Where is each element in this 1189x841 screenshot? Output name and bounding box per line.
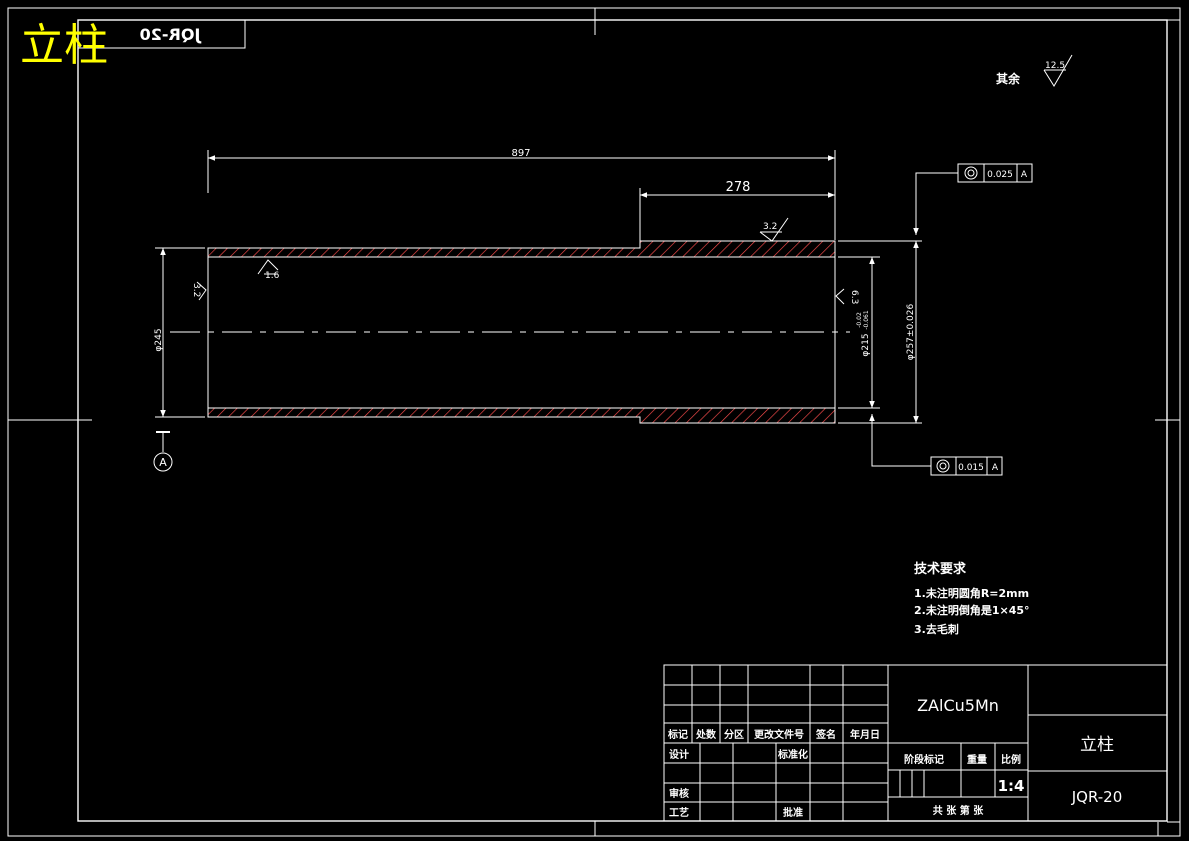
dim-left-diameter xyxy=(155,247,205,418)
rest-roughness-label: 其余 xyxy=(996,71,1021,86)
tb-material: ZAlCu5Mn xyxy=(917,696,999,715)
tb-drawing-no: JQR-20 xyxy=(1071,788,1123,806)
roughness-outer-step-value: 3.2 xyxy=(763,222,777,232)
drawing-code-box: JQR-20 xyxy=(77,19,246,49)
dim-inner-tol-upper: -0.02 xyxy=(856,312,863,328)
tb-stage-mark: 阶段标记 xyxy=(904,753,944,766)
tb-part-name: 立柱 xyxy=(1080,735,1114,755)
roughness-left-end: 3.2 xyxy=(191,281,207,301)
tech-item-3: 3.去毛刺 xyxy=(914,622,959,636)
tech-item-2: 2.未注明倒角是1×45° xyxy=(914,603,1030,617)
tb-sheets: 共 张 第 张 xyxy=(933,804,984,817)
dim-right-outer-diameter xyxy=(838,240,922,424)
tb-header-3: 更改文件号 xyxy=(754,728,804,741)
dim-left-diameter-text: φ245 xyxy=(154,328,164,351)
tb-standardization: 标准化 xyxy=(777,748,808,761)
tb-header-5: 年月日 xyxy=(850,728,880,741)
tb-process: 工艺 xyxy=(669,806,689,819)
tolerance-frame-top: 0.025 A xyxy=(913,163,1033,235)
roughness-left-end-value: 3.2 xyxy=(191,283,201,297)
drawing-code-mirrored: JQR-20 xyxy=(140,25,202,44)
dim-right-outer-diameter-text: φ257±0.026 xyxy=(906,304,916,361)
title-overlay: 立柱 xyxy=(20,20,108,71)
tb-scale: 1:4 xyxy=(998,777,1025,795)
tolerance-bottom-datum: A xyxy=(992,463,999,473)
tb-header-2: 分区 xyxy=(724,728,744,741)
roughness-left-inner: 1.6 xyxy=(257,259,280,281)
dim-inner-diameter-text: φ215 xyxy=(861,333,871,356)
tb-scale-label: 比例 xyxy=(1001,753,1021,766)
rest-roughness-value: 12.5 xyxy=(1045,61,1065,71)
part-section xyxy=(170,240,850,424)
tb-header-4: 签名 xyxy=(815,728,836,741)
dim-inner-diameter xyxy=(838,256,880,409)
rest-roughness-symbol: 其余 12.5 xyxy=(996,54,1073,87)
dim-step-length: 278 xyxy=(726,180,751,195)
tolerance-top-datum: A xyxy=(1021,170,1028,180)
tech-heading: 技术要求 xyxy=(914,561,967,577)
tech-requirements: 技术要求 1.未注明圆角R=2mm 2.未注明倒角是1×45° 3.去毛刺 xyxy=(914,561,1030,636)
tb-weight: 重量 xyxy=(967,753,987,766)
tb-approve: 批准 xyxy=(783,806,803,819)
tb-header-1: 处数 xyxy=(695,728,717,741)
sheet-border xyxy=(7,7,1181,837)
tb-header-0: 标记 xyxy=(667,728,688,741)
tolerance-top-value: 0.025 xyxy=(987,170,1013,180)
datum-label: A xyxy=(159,456,167,469)
tb-design: 设计 xyxy=(669,748,689,761)
title-block xyxy=(663,664,1168,822)
dim-step xyxy=(639,188,835,241)
tb-review: 审核 xyxy=(669,787,689,800)
roughness-right-end-value: 6.3 xyxy=(849,290,859,304)
tolerance-frame-bottom: 0.015 A xyxy=(869,414,1003,476)
dim-inner-tol-lower: -0.061 xyxy=(863,310,870,330)
tech-item-1: 1.未注明圆角R=2mm xyxy=(914,586,1029,600)
tolerance-bottom-value: 0.015 xyxy=(958,463,984,473)
dim-overall-length: 897 xyxy=(511,148,530,159)
roughness-right-end: 6.3 xyxy=(835,288,859,305)
title-block-text: ZAlCu5Mn 立柱 JQR-20 标记 处数 分区 更改文件号 签名 年月日… xyxy=(667,696,1122,819)
roughness-outer-step: 3.2 xyxy=(759,217,789,242)
datum-symbol: A xyxy=(153,431,173,472)
roughness-left-inner-value: 1.6 xyxy=(265,271,280,281)
